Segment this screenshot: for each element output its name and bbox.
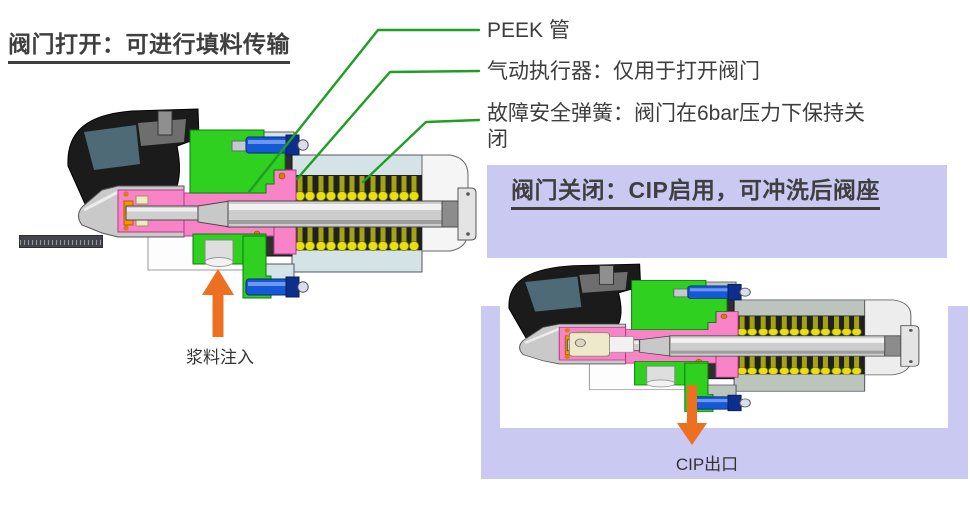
closed-state-title: 阀门关闭：CIP启用，可冲洗后阀座 [511, 171, 880, 210]
closed-title-panel [487, 165, 947, 258]
valve-cross-section-closed [501, 257, 943, 417]
open-state-title: 阀门打开：可进行填料传输 [8, 25, 290, 64]
annotation-pneumatic-actuator: 气动执行器：仅用于打开阀门 [487, 60, 760, 83]
micro-label-strip [19, 235, 103, 248]
cip-outlet-arrow-icon [677, 385, 707, 445]
slurry-inlet-arrow-icon [202, 269, 234, 337]
cip-outlet-label: CIP出口 [675, 455, 739, 474]
annotation-peek-tube: PEEK 管 [487, 19, 570, 42]
slurry-inlet-label: 浆料注入 [186, 348, 254, 367]
annotation-failsafe-spring: 故障安全弹簧：阀门在6bar压力下保持关 闭 [487, 102, 866, 151]
valve-cross-section-open [60, 100, 500, 305]
